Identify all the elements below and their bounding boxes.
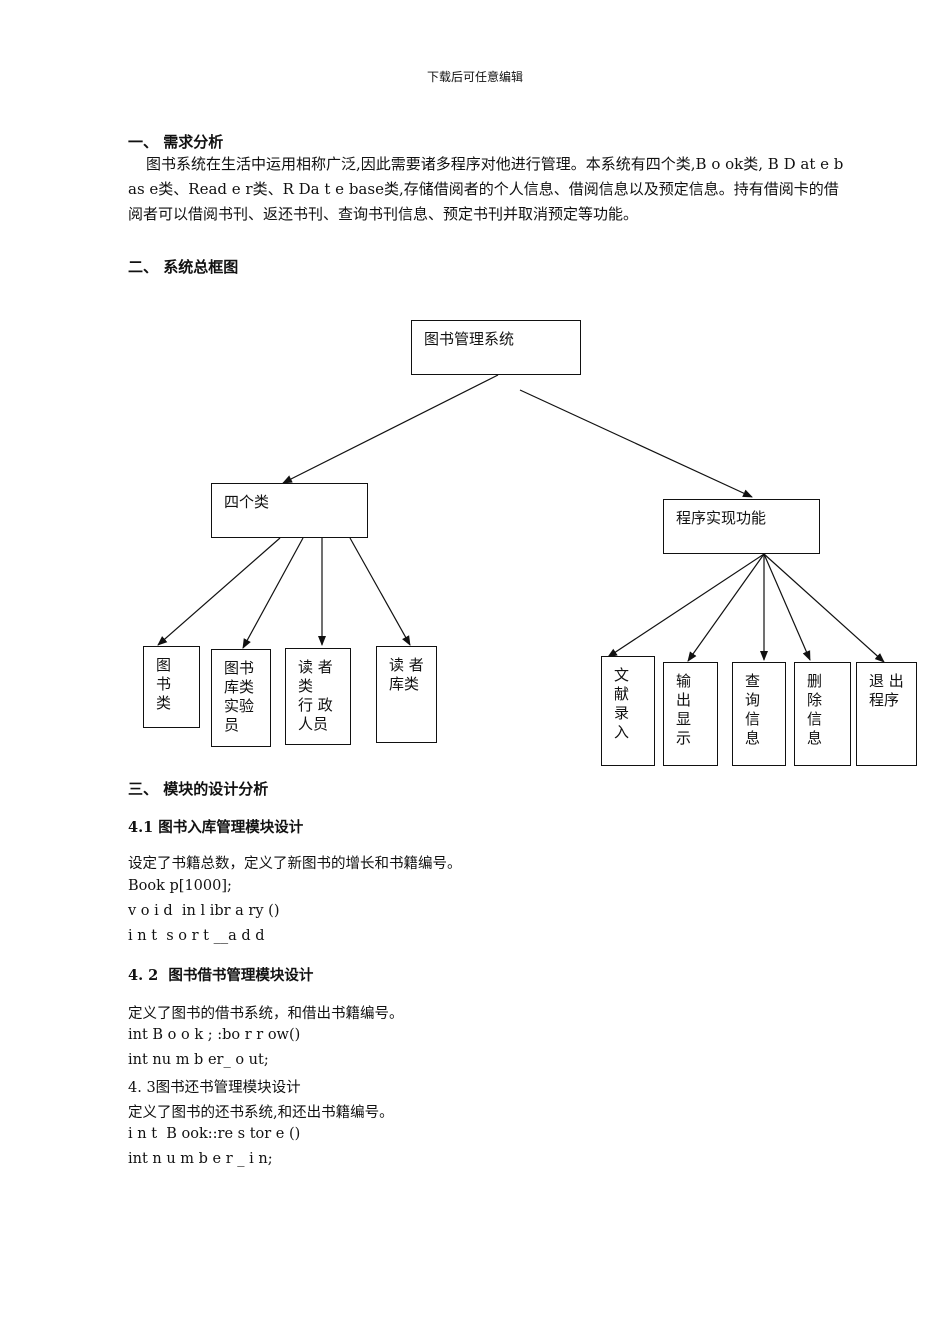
- leaf-reader-class-label: 读 者 类 行 政 人员: [298, 658, 333, 733]
- module-1-title: 4.1 图书入库管理模块设计: [128, 819, 304, 836]
- page-header: 下载后可任意编辑: [426, 70, 523, 84]
- left-node-box: 四个类: [211, 483, 368, 538]
- module-3-line-1: 定义了图书的还书系统,和还出书籍编号。: [128, 1105, 394, 1121]
- leaf-exit-label: 退 出 程序: [869, 672, 904, 709]
- section-1-text: 图书系统在生活中运用相称广泛,因此需要诸多程序对他进行管理。本系统有四个类,B …: [128, 155, 844, 223]
- leaf-input-label: 文 献 录 入: [614, 666, 630, 741]
- module-2-line-2: int B o o k ; :bo r r ow(): [128, 1027, 301, 1043]
- connector-root-left: [282, 374, 499, 484]
- leaf-library-class-label: 图书 库类 实验 员: [224, 659, 255, 734]
- module-1-line-4: i n t s o r t __a d d: [128, 928, 265, 944]
- leaf-book-class-box: 图 书 类: [143, 646, 200, 728]
- leaf-reader-class-box: 读 者 类 行 政 人员: [285, 648, 351, 745]
- section-1-title: 一、 需求分析: [128, 133, 224, 151]
- leaf-exit-box: 退 出 程序: [856, 662, 917, 766]
- leaf-reader-db-box: 读 者 库类: [376, 646, 437, 743]
- module-1-line-1: 设定了书籍总数，定义了新图书的增长和书籍编号。: [128, 856, 462, 872]
- connector-right-1: [607, 553, 765, 658]
- leaf-delete-box: 删 除 信 息: [794, 662, 851, 766]
- section-3-title: 三、 模块的设计分析: [128, 780, 269, 798]
- section-1-paragraph: 图书系统在生活中运用相称广泛,因此需要诸多程序对他进行管理。本系统有四个类,B …: [128, 152, 853, 227]
- connector-left-4: [349, 537, 411, 646]
- section-2-title: 二、 系统总框图: [128, 258, 239, 276]
- leaf-query-label: 查 询 信 息: [745, 672, 761, 747]
- leaf-output-label: 输 出 显 示: [676, 672, 692, 747]
- module-3-line-3: int n u m b e r _ i n;: [128, 1151, 273, 1167]
- connector-left-2: [242, 537, 304, 649]
- left-node-label: 四个类: [224, 493, 270, 511]
- module-3-title: 4. 3图书还书管理模块设计: [128, 1080, 301, 1096]
- leaf-library-class-box: 图书 库类 实验 员: [211, 649, 271, 747]
- module-3-line-2: i n t B ook::re s tor e (): [128, 1126, 301, 1142]
- leaf-query-box: 查 询 信 息: [732, 662, 786, 766]
- right-node-label: 程序实现功能: [676, 509, 767, 527]
- connector-right-4: [763, 553, 811, 661]
- leaf-input-box: 文 献 录 入: [601, 656, 655, 766]
- leaf-output-box: 输 出 显 示: [663, 662, 718, 766]
- leaf-delete-label: 删 除 信 息: [807, 672, 823, 747]
- connector-right-2: [687, 553, 765, 662]
- root-node-label: 图书管理系统: [424, 330, 515, 348]
- connector-root-right: [519, 389, 753, 498]
- module-2-title: 4. 2 图书借书管理模块设计: [128, 967, 314, 984]
- root-node-box: 图书管理系统: [411, 320, 581, 375]
- module-2-line-1: 定义了图书的借书系统，和借出书籍编号。: [128, 1006, 404, 1022]
- leaf-reader-db-label: 读 者 库类: [389, 656, 424, 693]
- right-node-box: 程序实现功能: [663, 499, 820, 554]
- connector-right-5: [763, 553, 885, 663]
- connector-left-1: [157, 537, 281, 646]
- leaf-book-class-label: 图 书 类: [156, 656, 172, 712]
- module-2-line-3: int nu m b er_ o ut;: [128, 1052, 269, 1068]
- module-1-line-3: v o i d in l ibr a ry (): [128, 903, 280, 919]
- module-1-line-2: Book p[1000];: [128, 878, 232, 894]
